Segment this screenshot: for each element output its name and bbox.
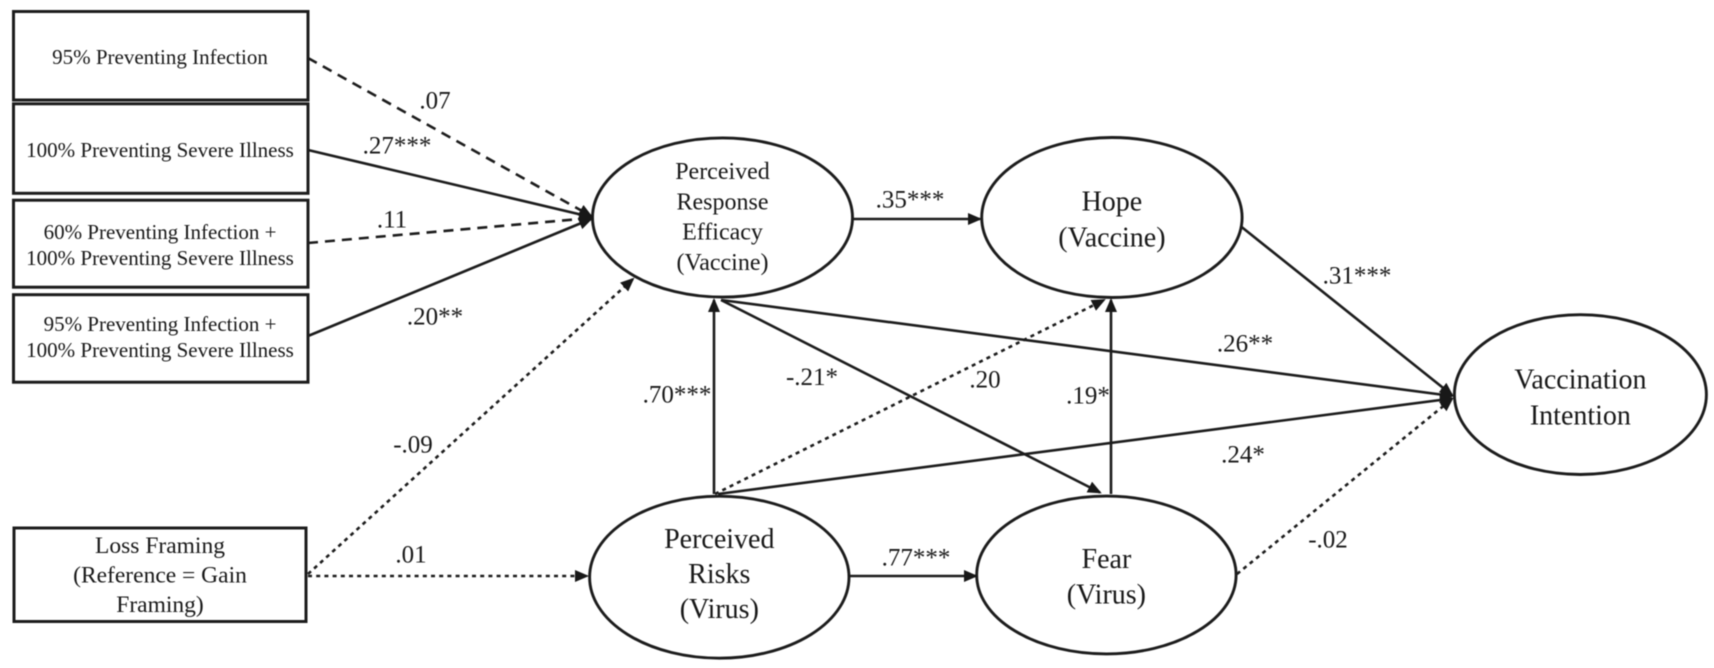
svg-text:Perceived: Perceived — [664, 524, 774, 555]
svg-text:60% Preventing Infection +: 60% Preventing Infection + — [44, 220, 277, 244]
svg-text:Efficacy: Efficacy — [682, 220, 763, 246]
svg-text:(Reference = Gain: (Reference = Gain — [73, 563, 247, 589]
svg-text:(Virus): (Virus) — [680, 594, 759, 625]
svg-text:(Vaccine): (Vaccine) — [677, 250, 769, 276]
svg-text:.01: .01 — [395, 542, 426, 569]
svg-text:Intention: Intention — [1530, 401, 1631, 432]
svg-text:.70***: .70*** — [643, 382, 712, 409]
svg-text:.07: .07 — [419, 88, 450, 115]
svg-text:-.02: -.02 — [1308, 527, 1348, 554]
svg-text:Risks: Risks — [688, 559, 750, 590]
svg-text:.20**: .20** — [407, 304, 463, 331]
svg-text:Response: Response — [677, 189, 769, 215]
svg-text:.11: .11 — [377, 207, 407, 234]
svg-text:.31***: .31*** — [1323, 263, 1392, 290]
svg-text:Loss Framing: Loss Framing — [95, 533, 225, 559]
svg-text:(Vaccine): (Vaccine) — [1058, 223, 1165, 254]
svg-text:.35***: .35*** — [876, 187, 945, 214]
svg-text:.20: .20 — [969, 367, 1000, 394]
svg-text:100% Preventing Severe Illness: 100% Preventing Severe Illness — [26, 246, 294, 270]
svg-text:.77***: .77*** — [882, 545, 951, 572]
svg-text:-.21*: -.21* — [786, 364, 838, 391]
svg-text:.27***: .27*** — [363, 133, 432, 160]
svg-text:100% Preventing Severe Illness: 100% Preventing Severe Illness — [26, 138, 294, 162]
svg-text:Perceived: Perceived — [675, 159, 770, 185]
svg-text:Hope: Hope — [1082, 187, 1143, 218]
svg-text:.26**: .26** — [1217, 331, 1273, 358]
svg-text:100% Preventing Severe Illness: 100% Preventing Severe Illness — [26, 338, 294, 362]
svg-text:Vaccination: Vaccination — [1514, 365, 1646, 396]
svg-text:Fear: Fear — [1082, 544, 1132, 575]
svg-text:95% Preventing Infection: 95% Preventing Infection — [52, 45, 268, 69]
svg-text:.19*: .19* — [1066, 383, 1110, 410]
svg-text:Framing): Framing) — [116, 592, 203, 618]
svg-text:.24*: .24* — [1221, 442, 1265, 469]
svg-text:(Virus): (Virus) — [1067, 580, 1146, 611]
svg-text:-.09: -.09 — [393, 432, 433, 459]
svg-text:95% Preventing Infection +: 95% Preventing Infection + — [44, 312, 277, 336]
